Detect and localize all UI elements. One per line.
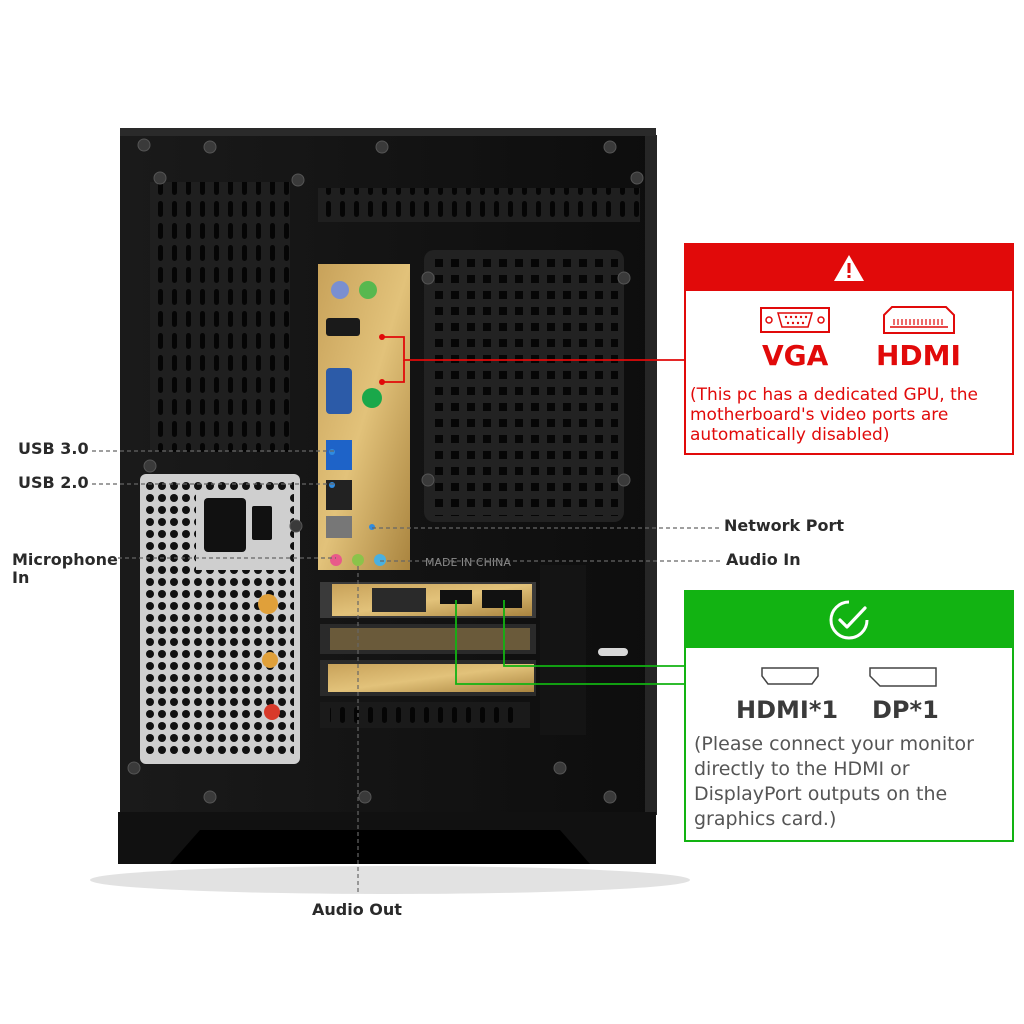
vga-port-icon: [760, 307, 830, 333]
usb2-label: USB 2.0: [18, 473, 89, 492]
hdmi-port-icon-green: [761, 667, 819, 685]
hdmi-label: HDMI: [876, 339, 961, 372]
microphone-in-label: Microphone In: [12, 550, 118, 587]
recommended-panel: HDMI*1 DP*1 (Please connect your monitor…: [684, 590, 1014, 842]
warning-note: (This pc has a dedicated GPU, the mother…: [690, 385, 979, 445]
io-shield-text: MADE IN CHINA: [425, 556, 511, 569]
check-circle-icon: [829, 600, 869, 640]
recommended-header: [686, 592, 1012, 648]
displayport-icon: [869, 667, 937, 687]
warning-triangle-icon: [834, 255, 864, 281]
network-port-label: Network Port: [724, 516, 845, 535]
warning-panel: VGA HDMI (This pc has a dedicated GPU, t…: [684, 243, 1014, 455]
dp-count-label: DP*1: [872, 696, 939, 724]
vga-label: VGA: [762, 339, 829, 372]
usb3-label: USB 3.0: [18, 439, 89, 458]
recommended-note: (Please connect your monitor directly to…: [694, 733, 974, 830]
audio-in-label: Audio In: [726, 550, 801, 569]
hdmi-count-label: HDMI*1: [736, 696, 839, 724]
warning-header: [686, 245, 1012, 291]
audio-out-label: Audio Out: [312, 900, 402, 919]
hdmi-port-icon: [883, 306, 955, 334]
